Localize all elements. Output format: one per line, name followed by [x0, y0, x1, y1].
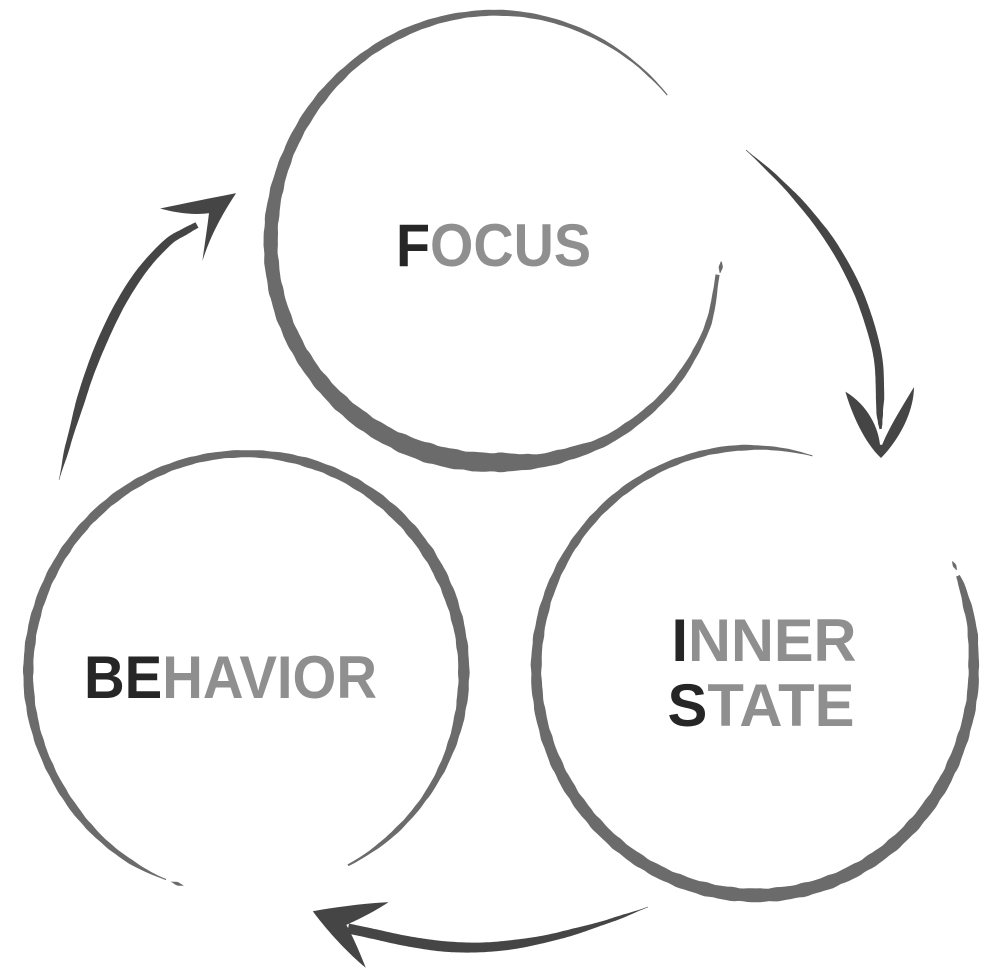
svg-text:INNER: INNER: [672, 607, 857, 674]
svg-text:STATE: STATE: [668, 672, 855, 739]
svg-text:FOCUS: FOCUS: [396, 212, 591, 279]
svg-text:BEHAVIOR: BEHAVIOR: [84, 644, 377, 711]
